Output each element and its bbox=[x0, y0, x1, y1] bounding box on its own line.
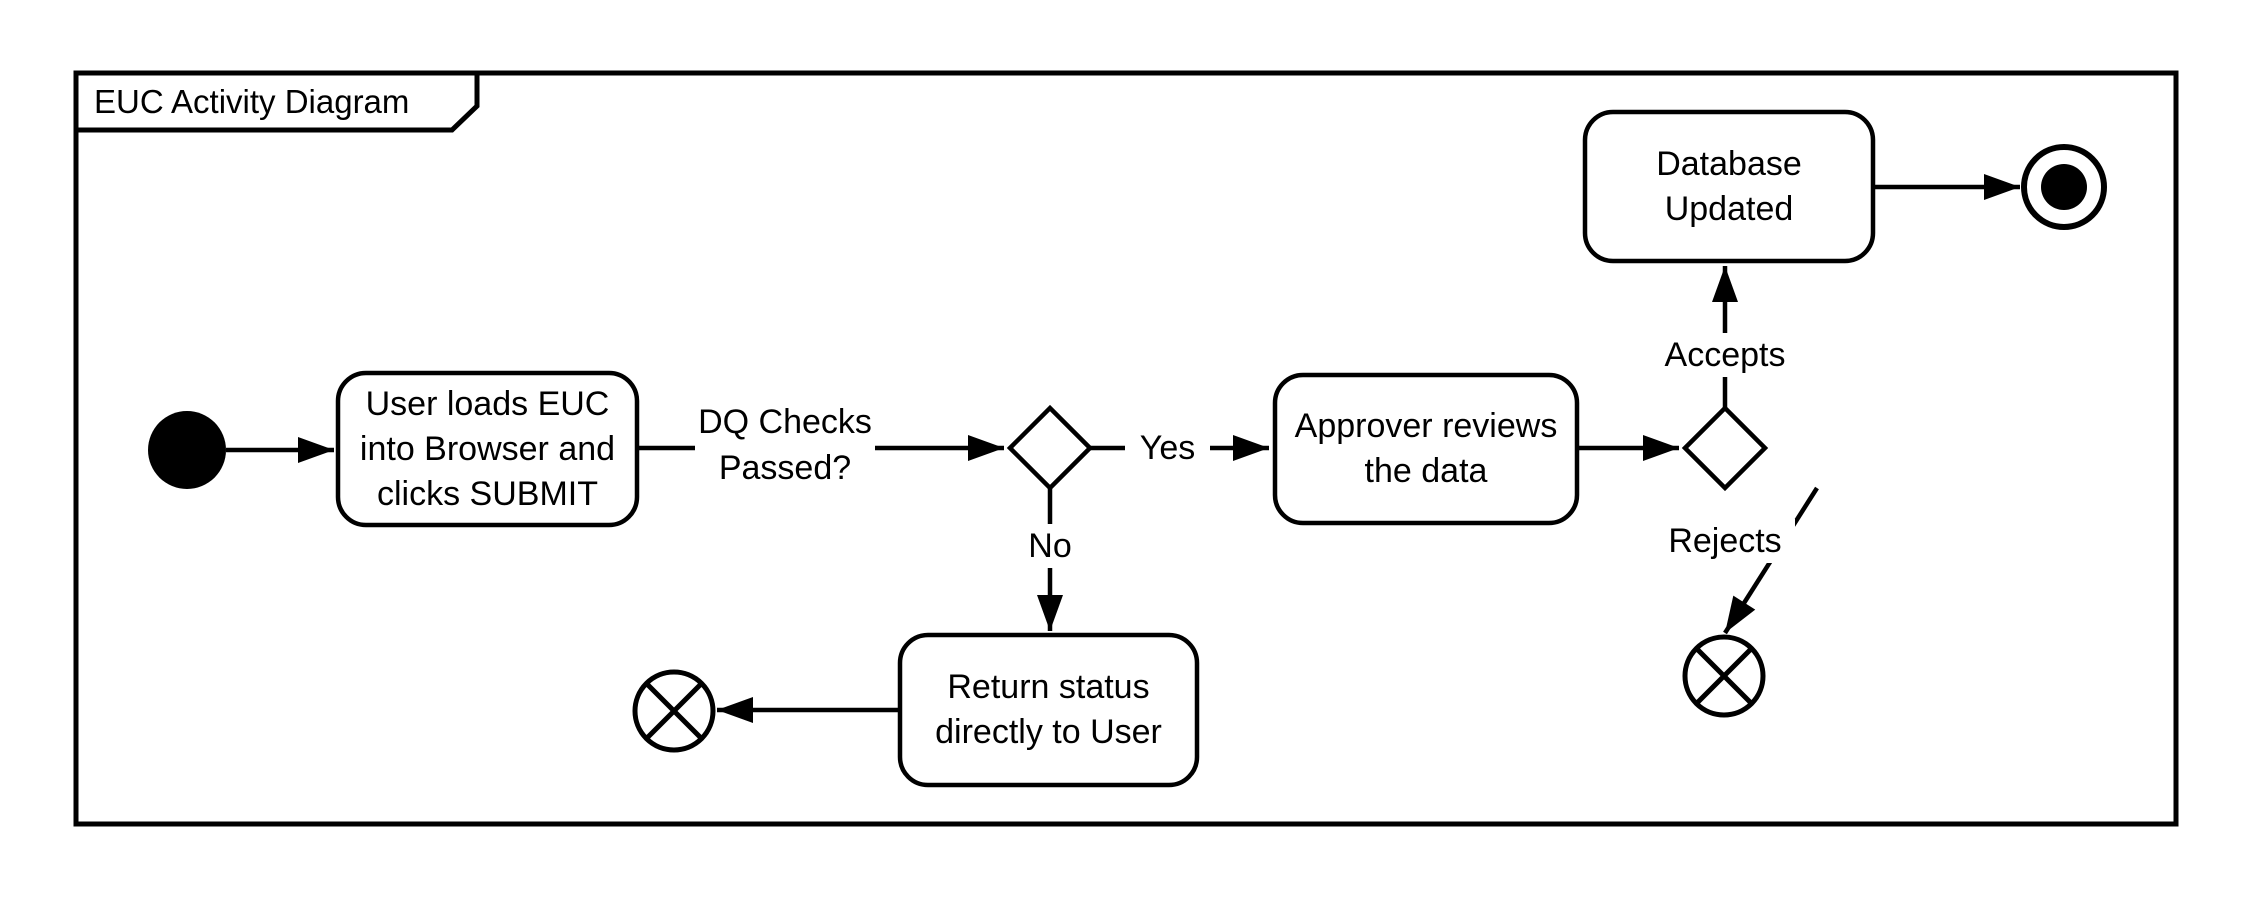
edge-label-rejects: Rejects bbox=[1655, 519, 1795, 563]
action-load-euc bbox=[335, 370, 640, 528]
action-database-updated bbox=[1582, 109, 1876, 264]
action-return-status-label: Return status directly to User bbox=[935, 668, 1162, 751]
edge-label-no: No bbox=[1018, 524, 1082, 568]
activity-final-node bbox=[2021, 144, 2107, 230]
action-database-updated-label: Database Updated bbox=[1656, 144, 1802, 228]
flow-final-node-left bbox=[632, 669, 716, 753]
action-load-euc-label: User loads EUC into Browser and clicks S… bbox=[359, 384, 616, 513]
action-return-status bbox=[897, 632, 1200, 788]
action-approver-reviews-label: Approver reviews the data bbox=[1294, 407, 1558, 490]
decision-approver-outcome bbox=[1681, 404, 1769, 492]
frame-title-tab bbox=[73, 70, 480, 133]
initial-node bbox=[148, 411, 226, 489]
edge-label-accepts: Accepts bbox=[1653, 333, 1797, 377]
edge-label-dq-checks-passed: DQ Checks Passed? bbox=[695, 399, 875, 491]
action-approver-reviews bbox=[1272, 372, 1580, 526]
diagram-title: EUC Activity Diagram bbox=[94, 83, 410, 120]
flow-final-node-right bbox=[1682, 634, 1766, 718]
decision-dq-checks bbox=[1006, 404, 1094, 492]
edge-label-yes: Yes bbox=[1125, 426, 1210, 470]
